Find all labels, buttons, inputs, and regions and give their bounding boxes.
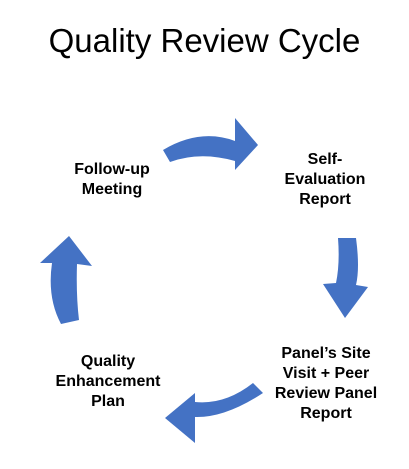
- step-quality-enhancement-plan: Quality Enhancement Plan: [55, 353, 161, 410]
- cycle-arrow-top: [163, 118, 258, 170]
- step-follow-up-meeting: Follow-up Meeting: [74, 161, 150, 198]
- step-panel-site-visit: Panel’s Site Visit + Peer Review Panel R…: [274, 345, 378, 422]
- cycle-arrow-bottom: [165, 383, 263, 443]
- cycle-arrow-right: [323, 238, 368, 318]
- cycle-arrow-left: [40, 236, 92, 324]
- step-self-evaluation-report: Self- Evaluation Report: [284, 151, 366, 208]
- diagram-title: Quality Review Cycle: [48, 22, 361, 59]
